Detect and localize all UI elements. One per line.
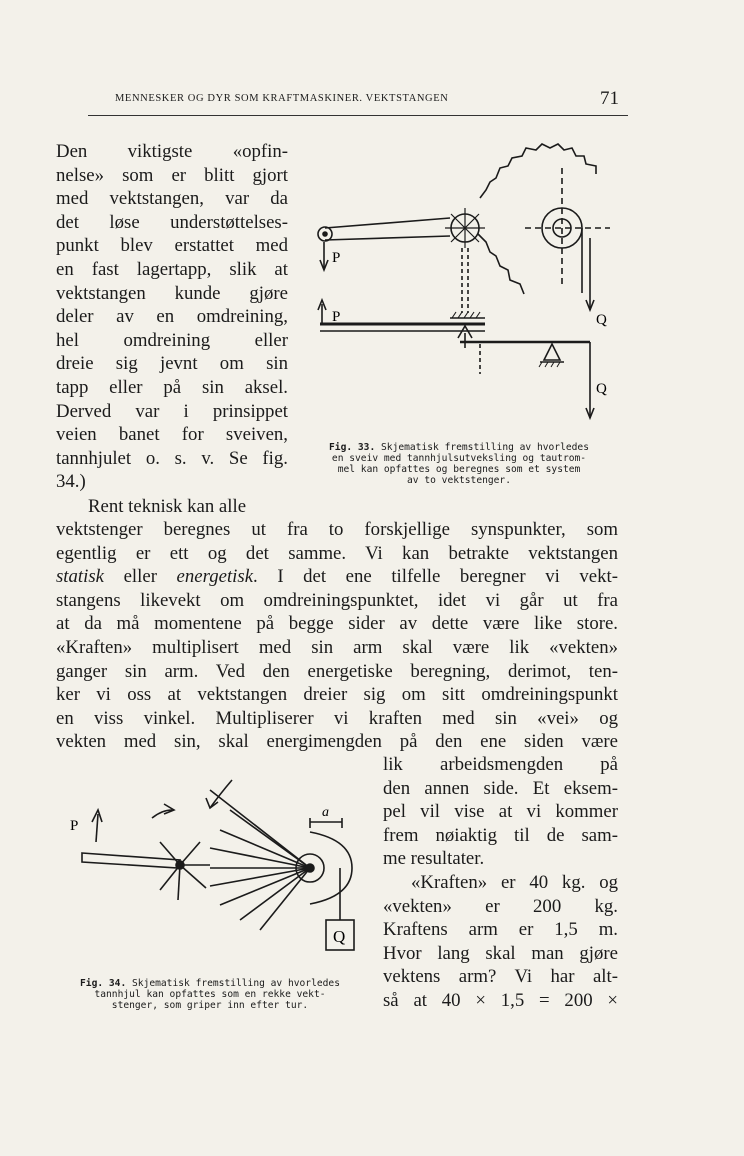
para1-line: Den viktigste «opfin-: [56, 141, 288, 162]
para1-line: deler av en omdreining,: [56, 306, 288, 328]
fig33-caption-line: av to vektstenger.: [407, 475, 511, 486]
paragraph-1: Den viktigste «opfin-nelse» som er blitt…: [56, 140, 288, 494]
right-col-line: den annen side. Et eksem-: [383, 777, 618, 799]
fig33-label-P-bottom: P: [332, 309, 340, 325]
figure-33-caption: Fig. 33. Skjematisk fremstilling av hvor…: [300, 442, 618, 486]
fig34-caption-label: Fig. 34.: [80, 978, 127, 989]
crank-pivot: [317, 226, 333, 242]
para2-line: «Kraften» multiplisert med sin arm skal …: [56, 636, 618, 658]
fig34-caption-line: Skjematisk fremstilling av hvorledes: [132, 978, 340, 989]
large-gear-teeth: [479, 143, 597, 199]
fig33-label-Q-top: Q: [596, 312, 607, 328]
right-col-line: lik arbeidsmengden på: [383, 754, 618, 775]
para1-line: vektstangen kunde gjøre: [56, 282, 288, 304]
right-col-line: pel vil vise at vi kommer: [383, 801, 618, 823]
fig33-caption-line: Skjematisk fremstilling av hvorledes: [381, 442, 589, 453]
para1-line: en fast lagertapp, slik at: [56, 258, 288, 280]
para2-line: vekten med sin, skal energimengden på de…: [56, 731, 618, 753]
para1-line: nelse» som er blitt gjort: [56, 164, 288, 186]
para2-line: statisk eller energetisk. I det ene tilf…: [56, 566, 618, 588]
fulcrum: [542, 342, 562, 361]
right-col-line: Hvor lang skal man gjøre: [383, 942, 618, 964]
right-col-line: «vekten» er 200 kg.: [383, 895, 618, 917]
drum-hub: [295, 853, 325, 883]
figure-34-caption: Fig. 34. Skjematisk fremstilling av hvor…: [60, 978, 360, 1011]
page-number: 71: [600, 88, 619, 109]
fig33-caption-line: mel kan opfattes og beregnes som et syst…: [337, 464, 581, 475]
fig34-label-P: P: [70, 818, 78, 834]
right-col-line: så at 40 × 1,5 = 200 ×: [383, 989, 618, 1011]
fig33-label-Q-bottom: Q: [596, 381, 607, 397]
para1-line: det løse understøttelses-: [56, 211, 288, 233]
para2-first-line: Rent teknisk kan alle: [88, 496, 247, 517]
fig34-label-Q: Q: [333, 927, 345, 946]
right-col-line: frem nøiaktig til de sam-: [383, 824, 618, 846]
para1-line: 34.): [56, 471, 86, 493]
right-col-line: vektens arm? Vi har alt-: [383, 966, 618, 988]
para1-line: tapp eller på sin aksel.: [56, 376, 288, 398]
fig34-label-a: a: [322, 805, 329, 820]
para1-line: hel omdreining eller: [56, 329, 288, 351]
right-col-line: «Kraften» er 40 kg. og: [411, 871, 618, 893]
figure-34-diagram: P a Q: [70, 779, 355, 951]
figure-33-diagram: P P Q Q: [317, 143, 610, 421]
para2-line: stangens likevekt om omdreiningspunktet,…: [56, 589, 618, 611]
para2-line: en viss vinkel. Multipliserer vi kraften…: [56, 707, 618, 729]
paragraph-2: vektstenger beregnes ut fra to forskjell…: [56, 518, 618, 754]
fig33-caption-line: en sveiv med tannhjulsutveksling og taut…: [331, 453, 587, 464]
header-rule: [88, 115, 628, 116]
para2-line: at da må momentene på begge sider av det…: [56, 613, 618, 635]
para2-line: egentlig er ett og det samme. Vi kan bet…: [56, 542, 618, 564]
running-head: MENNESKER OG DYR SOM KRAFTMASKINER. VEKT…: [115, 93, 449, 104]
para1-line: Derved var i prinsippet: [56, 400, 288, 422]
fig34-caption-line: stenger, som griper inn efter tur.: [111, 1000, 309, 1011]
para2-line: ganger sin arm. Ved den energetiske bere…: [56, 660, 618, 682]
large-gear-teeth-lower: [477, 233, 525, 295]
para1-line: veien banet for sveiven,: [56, 424, 288, 446]
para2-line: vektstenger beregnes ut fra to forskjell…: [56, 519, 618, 540]
fig34-caption-line: tannhjul kan opfattes som en rekke vekt-: [94, 989, 326, 1000]
fig33-label-P-top: P: [332, 250, 340, 266]
para1-line: punkt blev erstattet med: [56, 235, 288, 257]
para1-line: tannhjulet o. s. v. Se fig.: [56, 447, 288, 469]
weight-Q: [325, 919, 355, 951]
right-col-line: Kraftens arm er 1,5 m.: [383, 919, 618, 941]
right-col-line: me resultater.: [383, 848, 485, 870]
para2-line: ker vi oss at vektstangen dreier sig om …: [56, 684, 618, 706]
para1-line: med vektstangen, var da: [56, 188, 288, 210]
para1-line: dreie sig jevnt om sin: [56, 353, 288, 375]
fig33-caption-label: Fig. 33.: [329, 442, 376, 453]
